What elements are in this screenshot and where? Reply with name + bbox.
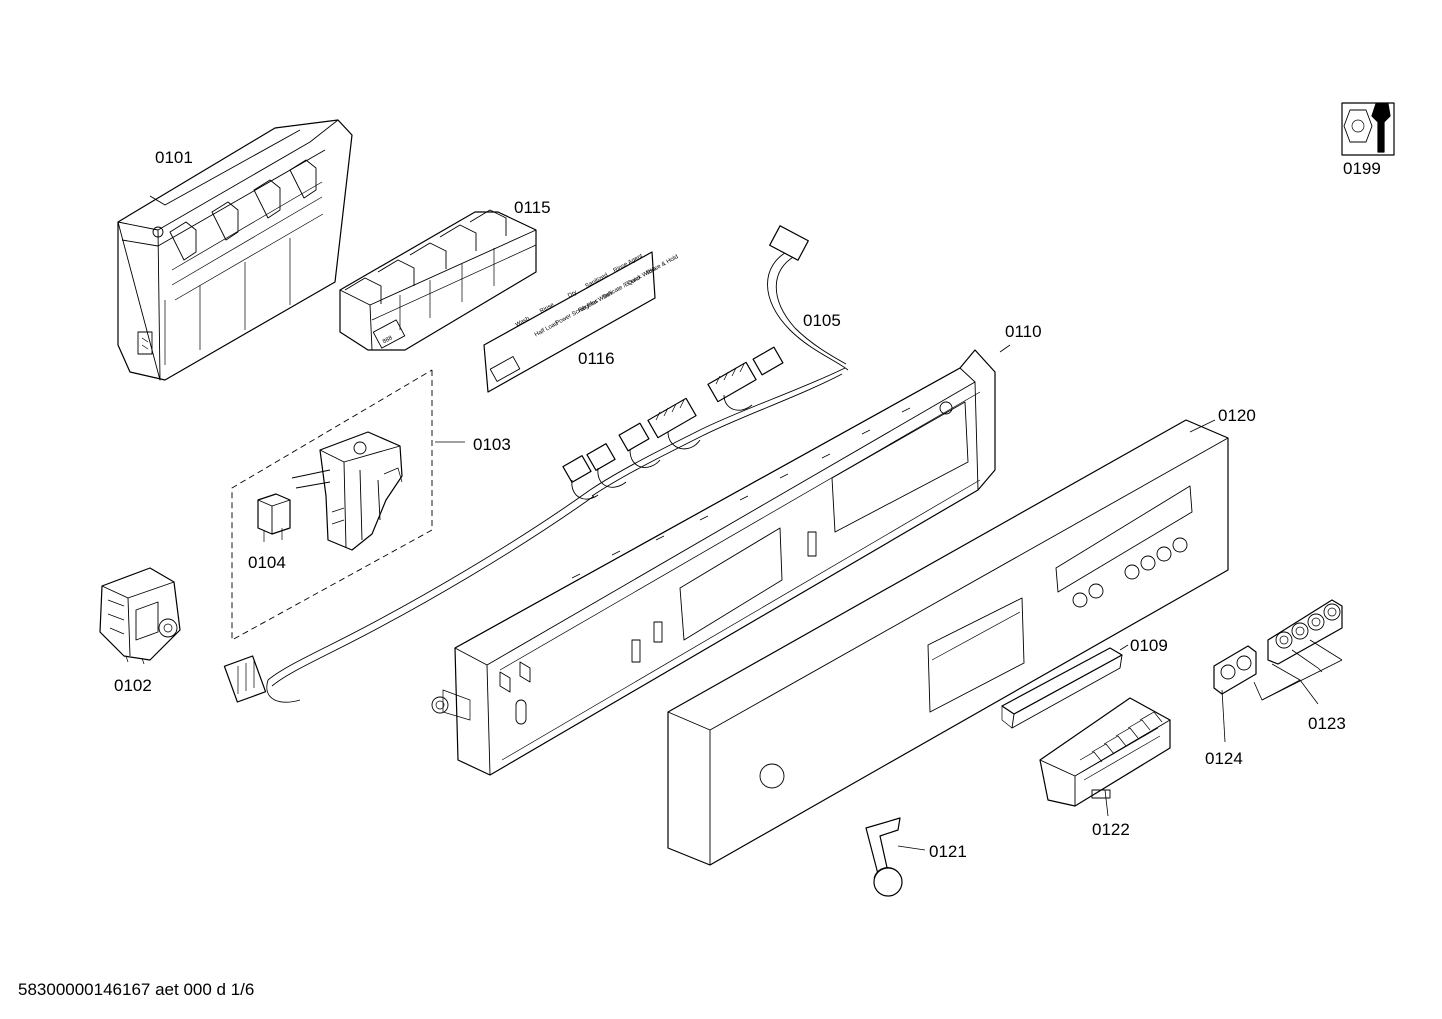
svg-text:888: 888	[382, 335, 394, 345]
callout-0102: 0102	[114, 676, 152, 695]
callout-0105: 0105	[803, 311, 841, 330]
part-0115-key-block[interactable]: 888	[339, 209, 537, 351]
part-0121-lever[interactable]	[865, 817, 903, 897]
callout-0120: 0120	[1218, 406, 1256, 425]
leader-lines	[435, 344, 1343, 851]
callout-0122: 0122	[1092, 820, 1130, 839]
part-0123-push-buttons[interactable]	[1267, 599, 1343, 665]
part-0103-switch-assembly[interactable]	[291, 431, 403, 551]
callout-0116: 0116	[578, 349, 615, 368]
part-0109-light-guide[interactable]	[1001, 647, 1123, 729]
callout-0109: 0109	[1130, 636, 1168, 655]
strip-label-dry: Dry	[567, 290, 578, 300]
callout-0101: 0101	[155, 148, 193, 167]
callout-0115: 0115	[514, 198, 551, 217]
callout-0123: 0123	[1308, 714, 1346, 733]
part-0122-key-carrier[interactable]	[1039, 697, 1171, 807]
part-0110-frame[interactable]	[431, 349, 996, 776]
document-id: 58300000146167 aet 000 d 1/6	[18, 980, 255, 999]
wrench-nut-icon	[1341, 102, 1395, 156]
part-0101-control-module[interactable]	[117, 119, 353, 381]
part-0105-wire-harness[interactable]	[223, 225, 849, 703]
callout-0110: 0110	[1005, 322, 1042, 341]
part-0102-pressure-switch[interactable]	[99, 567, 181, 665]
callout-0124: 0124	[1205, 749, 1243, 768]
part-0104-capacitor[interactable]	[257, 493, 291, 542]
callout-0121: 0121	[929, 842, 967, 861]
part-0116-label-strip[interactable]: Wash Rinse Dry Sanitized Rinse Agent Hal…	[483, 238, 679, 393]
part-0120-fascia-panel[interactable]	[667, 419, 1229, 866]
callout-0104: 0104	[248, 553, 286, 572]
callout-0103: 0103	[473, 435, 511, 454]
callout-0199: 0199	[1343, 159, 1381, 178]
callouts: 0101 0115 0105 0110 0116 0120 0103 0104 …	[114, 148, 1381, 861]
part-0124-push-buttons[interactable]	[1213, 645, 1257, 695]
